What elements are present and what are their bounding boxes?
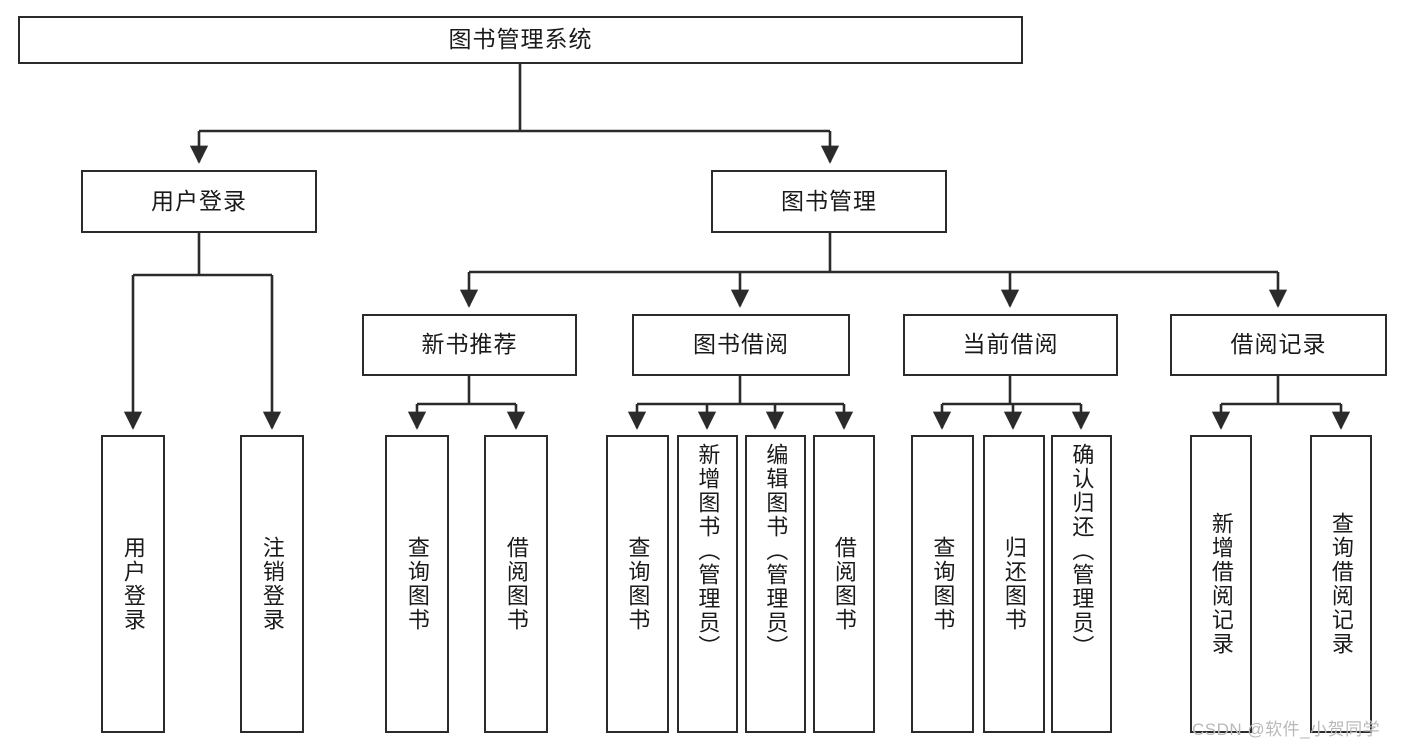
node-book-borrow-label: 图书借阅	[693, 331, 789, 358]
node-book-borrow[interactable]: 图书借阅	[632, 314, 850, 376]
node-borrow-book-borrow[interactable]: 借阅图书	[813, 435, 875, 733]
node-current-borrow-label: 当前借阅	[962, 331, 1059, 358]
node-query-book-recommend-label: 查询图书	[404, 536, 430, 632]
node-query-book-borrow[interactable]: 查询图书	[606, 435, 669, 733]
node-user-login-label: 用户登录	[151, 187, 247, 214]
node-user-login-leaf[interactable]: 用户登录	[101, 435, 165, 733]
node-logout-leaf-label: 注销登录	[259, 536, 285, 632]
node-borrow-book-borrow-label: 借阅图书	[831, 536, 857, 632]
node-query-book-current-label: 查询图书	[930, 536, 956, 632]
node-edit-book-admin[interactable]: 编辑图书（管理员）	[745, 435, 806, 733]
node-confirm-return-admin-label: 确认归还（管理员）	[1069, 443, 1095, 659]
node-user-login-leaf-label: 用户登录	[120, 536, 146, 632]
node-borrow-book-recommend[interactable]: 借阅图书	[484, 435, 548, 733]
node-borrow-book-recommend-label: 借阅图书	[503, 536, 529, 632]
node-user-login[interactable]: 用户登录	[81, 170, 317, 233]
node-book-manage-label: 图书管理	[781, 187, 877, 214]
node-new-book-recommend-label: 新书推荐	[421, 331, 518, 358]
node-return-book[interactable]: 归还图书	[983, 435, 1045, 733]
node-root[interactable]: 图书管理系统	[18, 16, 1023, 64]
node-query-book-borrow-label: 查询图书	[625, 536, 651, 632]
node-add-book-admin[interactable]: 新增图书（管理员）	[677, 435, 738, 733]
node-current-borrow[interactable]: 当前借阅	[903, 314, 1118, 376]
csdn-watermark: CSDN @软件_小贺同学	[1192, 720, 1381, 739]
node-query-borrow-record[interactable]: 查询借阅记录	[1310, 435, 1372, 733]
node-query-book-current[interactable]: 查询图书	[911, 435, 974, 733]
node-confirm-return-admin[interactable]: 确认归还（管理员）	[1051, 435, 1112, 733]
node-add-borrow-record[interactable]: 新增借阅记录	[1190, 435, 1252, 733]
node-borrow-record[interactable]: 借阅记录	[1170, 314, 1387, 376]
node-edit-book-admin-label: 编辑图书（管理员）	[763, 443, 789, 659]
node-query-book-recommend[interactable]: 查询图书	[385, 435, 449, 733]
node-return-book-label: 归还图书	[1001, 536, 1027, 632]
node-add-book-admin-label: 新增图书（管理员）	[695, 443, 721, 659]
node-logout-leaf[interactable]: 注销登录	[240, 435, 304, 733]
node-root-label: 图书管理系统	[448, 26, 593, 53]
node-book-manage[interactable]: 图书管理	[711, 170, 947, 233]
node-query-borrow-record-label: 查询借阅记录	[1328, 512, 1354, 656]
node-borrow-record-label: 借阅记录	[1230, 331, 1327, 358]
node-add-borrow-record-label: 新增借阅记录	[1208, 512, 1234, 656]
node-new-book-recommend[interactable]: 新书推荐	[362, 314, 577, 376]
